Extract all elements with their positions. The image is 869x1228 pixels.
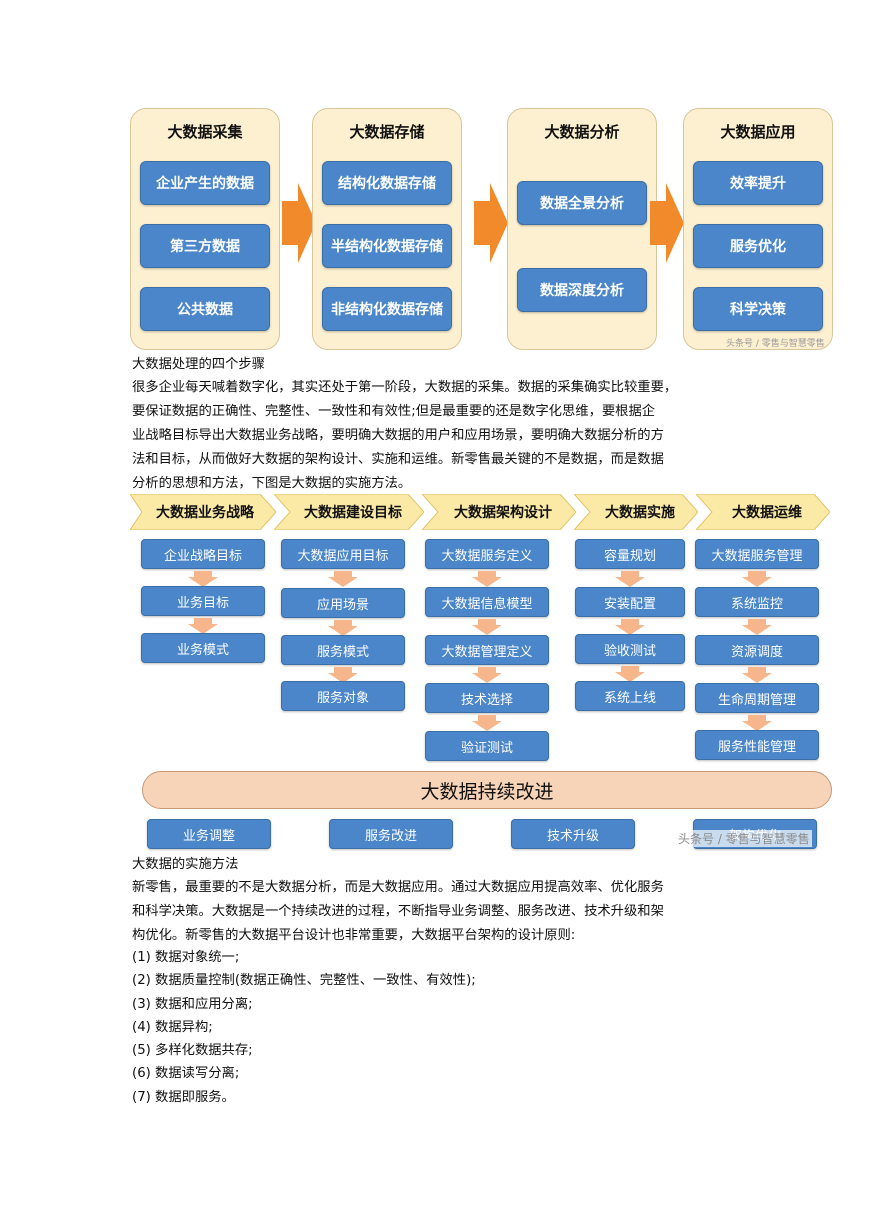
step-box: 服务模式 [281,635,405,665]
arrow-down-icon [188,618,218,634]
step-box: 资源调度 [695,635,819,665]
improvement-box: 服务改进 [329,819,453,849]
stage-item: 数据全景分析 [517,181,647,225]
stage-title: 大数据实施 [605,505,675,521]
step-box: 生命周期管理 [695,683,819,713]
arrow-down-icon [328,571,358,587]
list-item: (5) 多样化数据共存; [132,1043,253,1059]
stage-item: 半结构化数据存储 [322,224,452,268]
stage-column-collection: 大数据采集 企业产生的数据 第三方数据 公共数据 [130,108,280,350]
improvement-box: 业务调整 [147,819,271,849]
improvement-box: 技术升级 [511,819,635,849]
arrow-down-icon [615,666,645,682]
arrow-down-icon [472,571,502,587]
step-box: 大数据服务管理 [695,539,819,569]
list-item: (1) 数据对象统一; [132,950,240,965]
stage-title: 大数据业务战略 [156,505,254,521]
implementation-method-figure: 大数据业务战略 大数据建设目标 大数据架构设计 大数据实施 大数据运维 企业战略… [130,494,834,854]
step-box: 大数据应用目标 [281,539,405,569]
step-box: 企业战略目标 [141,539,265,569]
text-line: 法和目标，从而做好大数据的架构设计、实施和运维。新零售最关键的不是数据，而是数据 [132,452,664,467]
arrow-down-icon [188,571,218,587]
stage-title: 大数据架构设计 [454,505,552,521]
stage-item: 结构化数据存储 [322,161,452,205]
stage-item: 效率提升 [693,161,823,205]
stage-title: 大数据存储 [349,123,425,141]
chevron-shape [274,494,424,530]
list-item: (3) 数据和应用分离; [132,996,253,1012]
stage-item: 服务优化 [693,224,823,268]
figure-caption: 大数据处理的四个步骤 [132,357,265,372]
arrow-down-icon [472,715,502,731]
arrow-down-icon [615,571,645,587]
arrow-down-icon [472,667,502,683]
watermark: 头条号 / 零售与智慧零售 [726,339,825,349]
list-item: (4) 数据异构; [132,1019,213,1035]
continuous-improvement-bar: 大数据持续改进 [142,771,832,809]
stage-item: 企业产生的数据 [140,161,270,205]
step-box: 验收测试 [575,634,685,664]
body-paragraph: 新零售，最重要的不是大数据分析，而是大数据应用。通过大数据应用提高效率、优化服务… [132,876,772,948]
stage-column-analysis: 大数据分析 数据全景分析 数据深度分析 [507,108,657,350]
text-line: 和科学决策。大数据是一个持续改进的过程，不断指导业务调整、服务改进、技术升级和架 [132,904,664,919]
list-item: (2) 数据质量控制(数据正确性、完整性、一致性、有效性); [132,973,476,989]
step-box: 大数据信息模型 [425,587,549,617]
stage-item: 非结构化数据存储 [322,287,452,331]
stage-title: 大数据采集 [167,123,243,141]
chevron-shape [696,494,830,530]
step-box: 业务模式 [141,633,265,663]
text-line: 要保证数据的正确性、完整性、一致性和有效性;但是最重要的还是数字化思维，要根据企 [132,404,656,419]
step-box: 大数据管理定义 [425,635,549,665]
stage-item: 公共数据 [140,287,270,331]
arrow-down-icon [742,715,772,731]
step-box: 大数据服务定义 [425,539,549,569]
stage-column-storage: 大数据存储 结构化数据存储 半结构化数据存储 非结构化数据存储 [312,108,462,350]
arrow-down-icon [328,667,358,683]
step-box: 服务对象 [281,681,405,711]
four-steps-figure: 大数据采集 企业产生的数据 第三方数据 公共数据 大数据存储 结构化数据存储 半… [130,108,834,352]
principles-list: (1) 数据对象统一; (2) 数据质量控制(数据正确性、完整性、一致性、有效性… [132,946,772,1109]
arrow-down-icon [742,571,772,587]
arrow-right-icon [474,183,508,263]
stage-item: 科学决策 [693,287,823,331]
figure-caption: 大数据的实施方法 [132,857,239,872]
arrow-down-icon [742,667,772,683]
arrow-down-icon [328,620,358,636]
chevron-shape [130,494,276,530]
stage-title: 大数据分析 [544,123,620,141]
step-box: 业务目标 [141,586,265,616]
step-box: 系统上线 [575,681,685,711]
step-box: 安装配置 [575,587,685,617]
text-line: 新零售，最重要的不是大数据分析，而是大数据应用。通过大数据应用提高效率、优化服务 [132,880,664,895]
stage-title: 大数据建设目标 [304,505,402,521]
step-box: 技术选择 [425,683,549,713]
step-box: 容量规划 [575,539,685,569]
step-box: 系统监控 [695,587,819,617]
stage-item: 数据深度分析 [517,268,647,312]
chevron-shape [422,494,576,530]
stage-item: 第三方数据 [140,224,270,268]
list-item: (6) 数据读写分离; [132,1066,240,1082]
chevron-shape [574,494,698,530]
text-line: 业战略目标导出大数据业务战略，要明确大数据的用户和应用场景，要明确大数据分析的方 [132,428,664,443]
text-line: 分析的思想和方法，下图是大数据的实施方法。 [132,476,412,491]
step-box: 服务性能管理 [695,730,819,760]
arrow-right-icon [650,183,684,263]
step-box: 验证测试 [425,731,549,761]
stage-title: 大数据运维 [732,505,802,521]
arrow-down-icon [742,619,772,635]
body-paragraph: 很多企业每天喊着数字化，其实还处于第一阶段，大数据的采集。数据的采集确实比较重要… [132,376,772,496]
arrow-down-icon [472,619,502,635]
text-line: 构优化。新零售的大数据平台设计也非常重要，大数据平台架构的设计原则: [132,928,576,943]
stage-title: 大数据应用 [720,123,796,141]
step-box: 应用场景 [281,588,405,618]
watermark: 头条号 / 零售与智慧零售 [676,830,812,847]
arrow-down-icon [615,619,645,635]
text-line: 很多企业每天喊着数字化，其实还处于第一阶段，大数据的采集。数据的采集确实比较重要… [132,380,678,395]
stage-column-application: 大数据应用 效率提升 服务优化 科学决策 [683,108,833,350]
arrow-right-icon [282,183,316,263]
list-item: (7) 数据即服务。 [132,1089,235,1105]
